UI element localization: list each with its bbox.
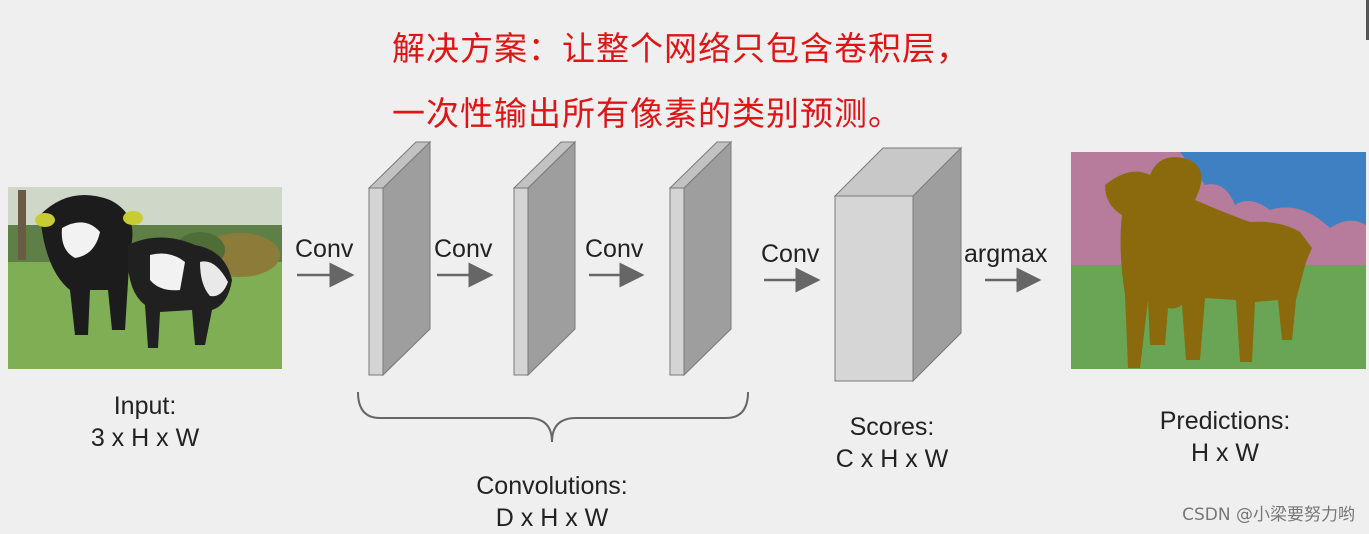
conv-layer-1: [367, 140, 432, 377]
conv-layer-3: [668, 140, 733, 377]
scores-block: [833, 146, 963, 383]
predictions-caption-dims: H x W: [1190, 439, 1260, 467]
input-image: [8, 187, 282, 369]
headline-line-2: 一次性输出所有像素的类别预测。: [392, 94, 902, 133]
csdn-watermark: CSDN @小梁要努力哟: [1182, 505, 1355, 525]
predictions-map: [1071, 152, 1366, 369]
convolutions-caption-dims: D x H x W: [495, 504, 609, 532]
scores-caption: Scores: C x H x W: [812, 411, 972, 475]
input-caption: Input: 3 x H x W: [75, 390, 215, 454]
arrow-label-argmax: argmax: [964, 240, 1048, 268]
scores-caption-dims: C x H x W: [835, 445, 949, 473]
arrow-label-conv-4: Conv: [761, 240, 820, 268]
conv-layer-2: [512, 140, 577, 377]
arrow-label-conv-2: Conv: [434, 235, 493, 263]
input-caption-dims: 3 x H x W: [90, 424, 200, 452]
scores-caption-title: Scores:: [849, 413, 935, 441]
arrow-label-conv-3: Conv: [585, 235, 644, 263]
predictions-caption: Predictions: H x W: [1140, 405, 1310, 469]
input-caption-title: Input:: [113, 392, 177, 420]
predictions-caption-title: Predictions:: [1159, 407, 1291, 435]
edge-scrollbar: [1366, 0, 1369, 40]
arrow-label-conv-1: Conv: [295, 235, 354, 263]
headline-line-1: 解决方案：让整个网络只包含卷积层，: [392, 29, 970, 68]
convolutions-caption-title: Convolutions:: [476, 472, 628, 500]
convolutions-brace: [357, 391, 749, 443]
convolutions-caption: Convolutions: D x H x W: [452, 470, 652, 534]
